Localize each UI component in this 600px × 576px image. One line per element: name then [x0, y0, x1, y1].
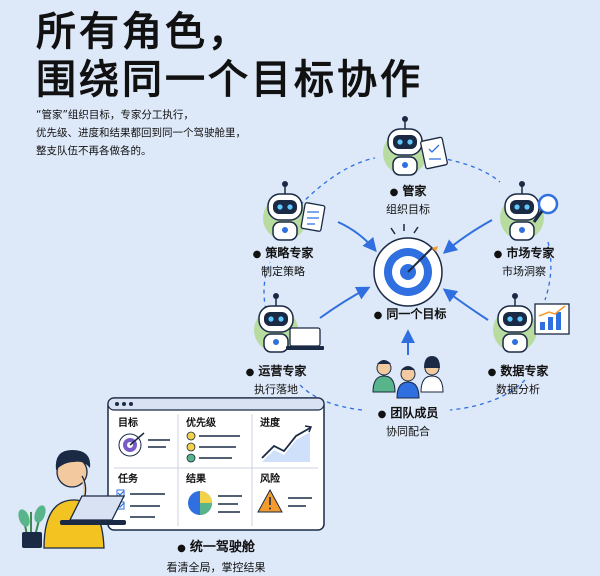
role-sub: 数据分析: [496, 383, 540, 396]
target-icon: [373, 224, 443, 307]
role-label-data: 数据专家 数据分析: [478, 362, 558, 397]
role-sub: 制定策略: [261, 265, 305, 278]
role-name: 管家: [368, 182, 448, 199]
dashboard-name: 统一驾驶舱: [146, 536, 286, 555]
orbit-dashed-lines: [263, 157, 552, 411]
dashboard-sub: 看清全局，掌控结果: [166, 561, 266, 574]
person-with-laptop-illustration: [18, 450, 126, 549]
role-name: 数据专家: [478, 362, 558, 379]
description-line: 整支队伍不再各做各的。: [36, 145, 152, 157]
card-title-risk: 风险: [260, 472, 281, 485]
role-sub: 协同配合: [386, 425, 430, 438]
role-label-strategy: 策略专家 制定策略: [243, 244, 323, 279]
card-title-progress: 进度: [260, 416, 281, 429]
role-name: 策略专家: [243, 244, 323, 261]
page-title-line-1: 所有角色，: [36, 9, 251, 55]
card-title-priority: 优先级: [186, 416, 217, 429]
role-label-butler: 管家 组织目标: [368, 182, 448, 217]
role-name: 市场专家: [484, 244, 564, 261]
description-line: “管家”组织目标，专家分工执行，: [36, 109, 194, 121]
goal-name: 同一个目标: [370, 305, 450, 322]
page-title-line-2: 围绕同一个目标协作: [36, 57, 423, 103]
role-sub: 市场洞察: [502, 265, 546, 278]
role-name: 运营专家: [236, 362, 316, 379]
result-pie-icon: [188, 491, 242, 515]
role-sub: 执行落地: [254, 383, 298, 396]
progress-chart-icon: [261, 425, 313, 462]
team-members-icon: [372, 356, 444, 399]
card-title-result: 结果: [186, 472, 207, 485]
butler-robot-icon: [382, 115, 448, 176]
role-label-market: 市场专家 市场洞察: [484, 244, 564, 279]
role-name: 团队成员: [368, 404, 448, 421]
strategy-robot-icon: [262, 180, 326, 241]
description-line: 优先级、进度和结果都回到同一个驾驶舱里，: [36, 127, 246, 139]
role-label-team: 团队成员 协同配合: [368, 404, 448, 439]
goal-label: 同一个目标: [370, 305, 450, 322]
priority-list: [186, 431, 240, 463]
goal-target-icon: [118, 432, 170, 457]
role-label-ops: 运营专家 执行落地: [236, 362, 316, 397]
dashboard-panel: [107, 397, 325, 531]
arrows-to-goal: [319, 219, 493, 355]
market-robot-icon: [499, 180, 559, 241]
role-sub: 组织目标: [386, 203, 430, 216]
description: “管家”组织目标，专家分工执行， 优先级、进度和结果都回到同一个驾驶舱里， 整支…: [36, 106, 336, 160]
ops-robot-icon: [253, 292, 324, 353]
dashboard-label: 统一驾驶舱 看清全局，掌控结果: [146, 536, 286, 575]
data-robot-icon: [492, 292, 570, 353]
risk-warning-icon: [257, 488, 312, 513]
card-title-task: 任务: [117, 472, 139, 485]
card-title-goal: 目标: [118, 416, 138, 429]
